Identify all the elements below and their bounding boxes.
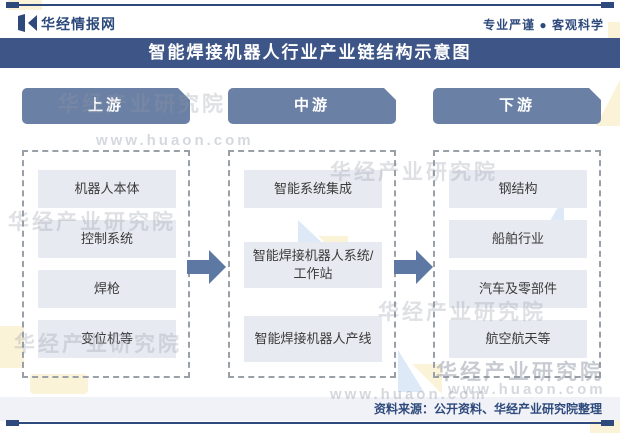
watermark-url: www.huaon.com: [96, 132, 254, 149]
brand-logo-icon: [16, 13, 38, 38]
upstream-item: 焊枪: [38, 270, 176, 308]
bottom-rule: [6, 422, 614, 424]
midstream-item: 智能系统集成: [244, 170, 382, 208]
column-header-downstream: 下游: [433, 88, 601, 124]
upstream-item: 变位机等: [38, 320, 176, 358]
source-note: 资料来源：公开资料、华经产业研究院整理: [373, 402, 602, 416]
watermark-shape: [0, 326, 24, 368]
top-rule-left-cap: [6, 2, 19, 8]
page-title: 智能焊接机器人行业产业链结构示意图: [0, 38, 620, 68]
top-rule-right-cap: [601, 2, 614, 8]
bottom-rule-left-cap: [6, 420, 19, 426]
arrow-right-icon: [187, 249, 227, 285]
downstream-item: 汽车及零部件: [449, 270, 587, 308]
column-header-upstream: 上游: [22, 88, 190, 124]
arrow-right-icon: [394, 249, 434, 285]
downstream-item: 钢结构: [449, 170, 587, 208]
watermark-shape: [398, 350, 424, 392]
upstream-item: 机器人本体: [38, 170, 176, 208]
upstream-item: 控制系统: [38, 220, 176, 258]
brand-name: 华经情报网: [41, 16, 116, 32]
bottom-rule-right-cap: [601, 420, 614, 426]
watermark-url: www.huaon.com: [448, 381, 606, 398]
downstream-item: 船舶行业: [449, 220, 587, 258]
midstream-item: 智能焊接机器人系统/工作站: [244, 242, 382, 288]
midstream-item: 智能焊接机器人产线: [244, 316, 382, 362]
downstream-container: [433, 150, 601, 378]
downstream-item: 航空航天等: [449, 320, 587, 358]
column-header-midstream: 中游: [228, 88, 396, 124]
footer-band: [0, 397, 620, 421]
top-rule: [6, 4, 614, 6]
brand-slogan: 专业严谨 ● 客观科学: [483, 18, 604, 32]
